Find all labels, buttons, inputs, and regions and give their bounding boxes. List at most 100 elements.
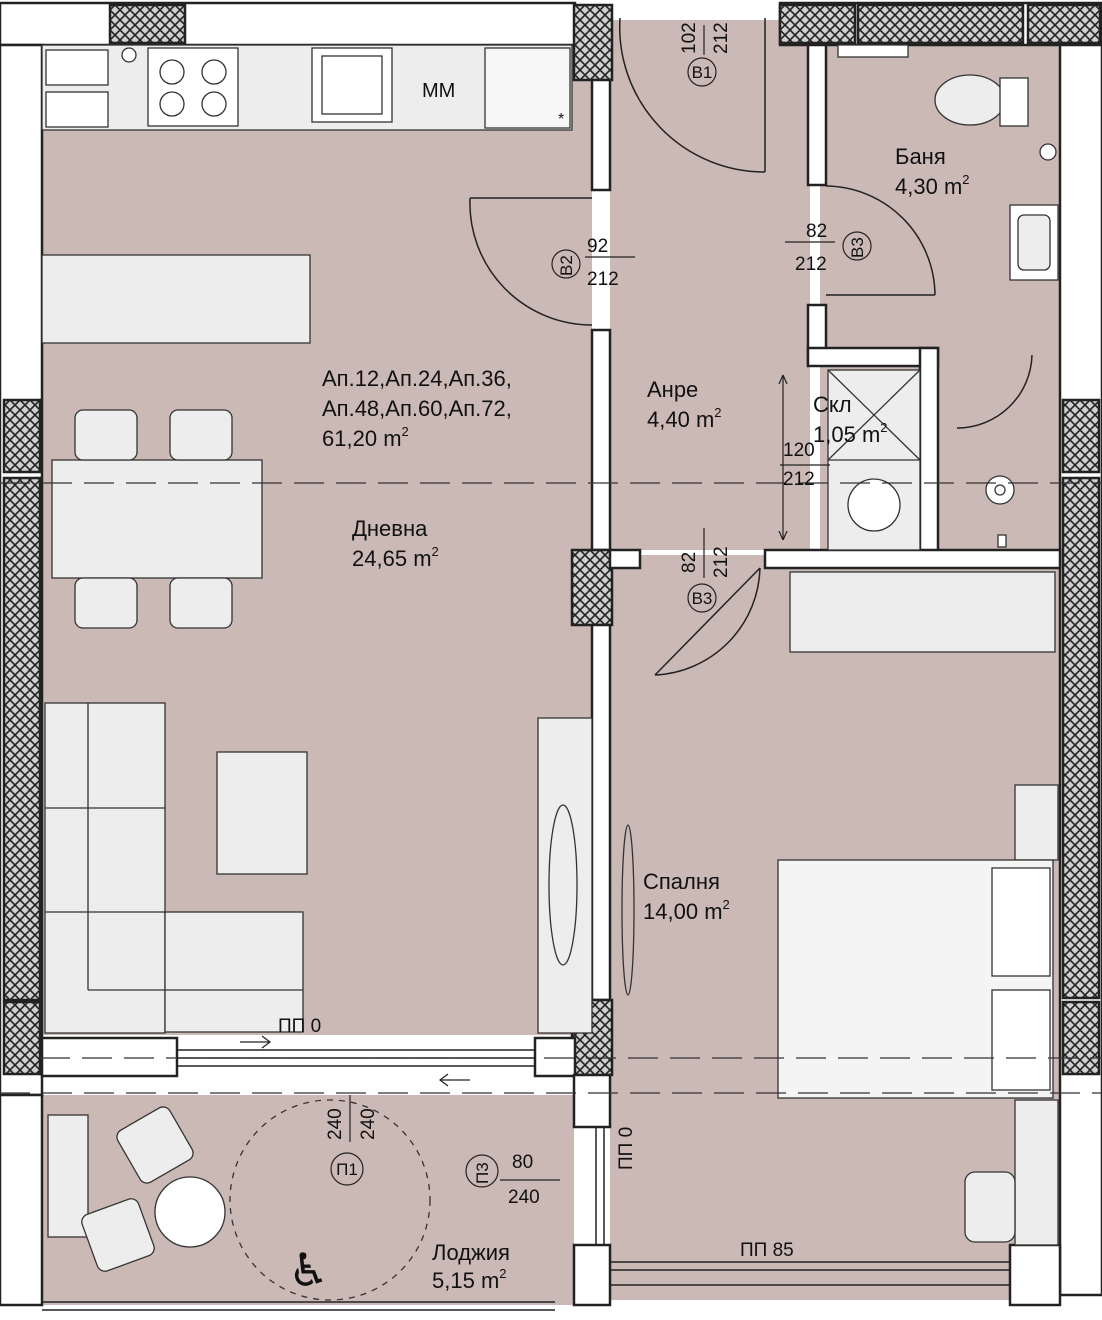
kitchen-cabinet <box>45 49 109 86</box>
wall-partition-lower <box>590 623 612 1002</box>
door-b1-swing <box>618 17 766 173</box>
room-living-name: Дневна <box>352 516 428 541</box>
bedroom-chair <box>964 1171 1016 1243</box>
washbasin-bowl <box>1017 214 1051 271</box>
column-left-1 <box>2 398 42 474</box>
column-left-2 <box>2 476 42 1002</box>
dining-chair <box>169 409 233 461</box>
room-loggia-name: Лоджия <box>432 1240 510 1265</box>
door-b3-bath-height: 212 <box>795 254 827 275</box>
sofa-body <box>44 702 166 1034</box>
door-tag-circle <box>687 583 717 613</box>
room-storage-name: Скл <box>813 392 852 417</box>
wall-facade-left <box>40 1036 179 1078</box>
column-top-1 <box>108 3 187 45</box>
fridge <box>484 47 571 129</box>
wall-loggia-right-top <box>572 1073 612 1129</box>
burner-icon <box>159 91 185 117</box>
column-left-3 <box>2 1000 42 1076</box>
tv-icon <box>548 804 578 966</box>
bathroom-fixtures <box>837 44 1059 548</box>
door-b2-width: 92 <box>587 236 608 257</box>
kitchen <box>41 44 573 131</box>
bed-pillow <box>991 989 1051 1091</box>
wall-top-left <box>0 1 577 47</box>
shower-door-swing <box>956 354 1033 429</box>
fridge-marker: * <box>558 111 564 128</box>
door-p3-tag: П3 <box>473 1162 492 1184</box>
door-p3-height: 240 <box>508 1187 540 1208</box>
nightstand <box>1014 1099 1059 1246</box>
turning-circle <box>229 1099 431 1301</box>
tap-icon <box>1039 143 1057 161</box>
room-storage-area: 1,05 m2 <box>813 420 888 447</box>
wall-storage-right <box>918 346 940 560</box>
door-p1-height: 240 <box>358 1108 379 1140</box>
burner-icon <box>201 91 227 117</box>
dining-table <box>51 459 263 579</box>
slide-arrow-icon <box>240 1035 271 1049</box>
sink-basin <box>321 55 383 115</box>
bed-pillow <box>991 867 1051 977</box>
wall-facade-right <box>533 1036 577 1078</box>
room-hall-area: 4,40 m2 <box>647 405 722 432</box>
dim-arrow-icon <box>778 530 788 541</box>
column-right-3 <box>1061 1000 1101 1076</box>
wall-bedroom-bottom-right <box>1008 1243 1062 1307</box>
dining-chair <box>169 577 233 629</box>
floor-drain-center <box>994 484 1006 496</box>
door-b1-height: 212 <box>711 22 732 54</box>
column-top-4 <box>1026 3 1102 45</box>
column-middle <box>570 548 614 627</box>
wheelchair-icon: ♿ <box>288 1244 329 1296</box>
door-b2-swing <box>469 197 593 326</box>
axis-lines <box>0 482 1102 1094</box>
floor-areas <box>42 20 1060 1305</box>
door-tag-circle <box>687 57 717 87</box>
wall-storage-top <box>806 346 940 368</box>
wall-loggia-right-bottom <box>572 1243 612 1307</box>
room-bathroom-area: 4,30 m2 <box>895 172 970 199</box>
column-right-1 <box>1061 398 1101 474</box>
door-b3-bed-swing <box>654 567 761 676</box>
toilet-tank <box>999 77 1029 127</box>
kitchen-cabinet <box>45 91 109 128</box>
toilet-icon <box>934 74 1006 126</box>
door-p1-tag: П1 <box>336 1160 358 1179</box>
door-b3-bath-width: 82 <box>806 221 827 242</box>
nightstand <box>1014 784 1059 861</box>
shower-head-icon <box>997 534 1007 548</box>
door-tag-circle <box>465 1154 499 1188</box>
loggia-chair <box>116 1106 194 1184</box>
storage-cross <box>827 369 921 461</box>
loggia-chair <box>81 1198 155 1272</box>
storage-opening-height: 212 <box>783 469 815 490</box>
door-b3-bed-tag: В3 <box>692 589 713 608</box>
dim-arrow-icon <box>778 374 788 385</box>
wall-bath-top <box>806 43 828 187</box>
hood-icon <box>121 47 137 63</box>
door-tag-circle <box>551 249 581 279</box>
hall-doors <box>469 17 1033 676</box>
sofa-chaise <box>164 911 304 1033</box>
door-b1-tag: В1 <box>692 63 713 82</box>
door-tag-circles <box>330 25 872 1188</box>
bedroom-mirror <box>621 824 635 996</box>
slide-arrow-icon <box>439 1073 470 1087</box>
door-b3-bed-height: 212 <box>711 546 732 578</box>
room-loggia-area: 5,15 m2 <box>432 1266 507 1293</box>
wall-partition-upper <box>590 328 612 552</box>
room-bedroom-name: Спалня <box>643 869 720 894</box>
apartment-numbers-line2: Ап.48,Ап.60,Ап.72, <box>322 396 512 421</box>
loggia-table <box>154 1176 226 1248</box>
door-b3-bed-leaf <box>654 567 761 676</box>
loggia-furniture <box>47 1099 431 1301</box>
column-top-3 <box>856 3 1025 45</box>
door-b3-bath-tag: В3 <box>848 237 867 258</box>
apartment-total-area: 61,20 m2 <box>322 424 409 451</box>
door-b2-tag: В2 <box>557 255 576 276</box>
bedroom-sill-label: ПП 85 <box>740 1240 794 1261</box>
dining-set <box>51 409 263 629</box>
loggia-bench <box>47 1114 89 1238</box>
